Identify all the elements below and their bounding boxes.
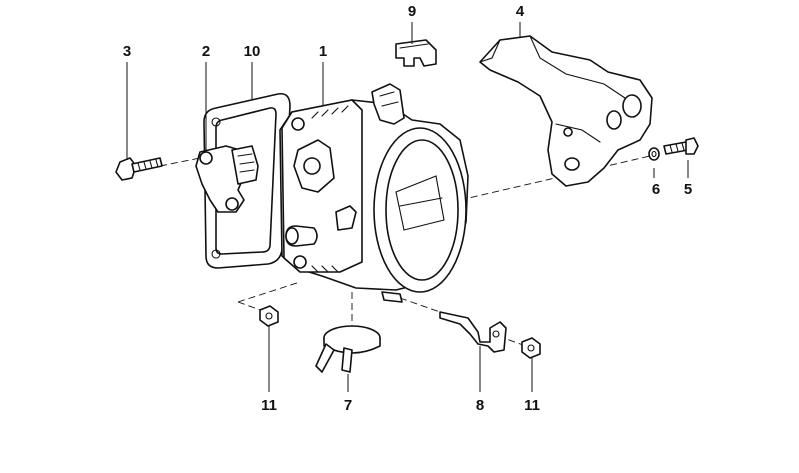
sensor-part-2: [195, 145, 259, 213]
callout-part-11-right: 11: [524, 397, 540, 414]
nut-part-11-right: [521, 337, 541, 359]
callout-part-5: 5: [684, 181, 692, 198]
callout-part-1: 1: [319, 43, 327, 60]
callout-part-10: 10: [244, 43, 261, 60]
callout-part-2: 2: [202, 43, 210, 60]
callout-part-9: 9: [408, 3, 416, 20]
screw-part-3: [115, 157, 163, 181]
callout-part-3: 3: [123, 43, 131, 60]
leader-lines: [126, 22, 689, 392]
callout-part-6: 6: [652, 181, 660, 198]
callout-part-7: 7: [344, 397, 352, 414]
bolt-part-5: [663, 137, 699, 155]
callout-part-11-left: 11: [261, 397, 277, 414]
nut-part-11-left: [259, 305, 279, 327]
washer-part-6: [648, 147, 660, 161]
idle-connector-part-7: [315, 325, 381, 373]
bracket-part-4: [479, 35, 653, 187]
throttle-body-part-1: [279, 83, 469, 303]
callout-part-4: 4: [516, 3, 525, 20]
callout-part-8: 8: [476, 397, 484, 414]
support-bracket-part-8: [439, 311, 507, 353]
clip-part-9: [395, 39, 437, 67]
part-callouts: 1 2 3 4 5 6 7 8 9 10 11 11: [123, 3, 692, 414]
